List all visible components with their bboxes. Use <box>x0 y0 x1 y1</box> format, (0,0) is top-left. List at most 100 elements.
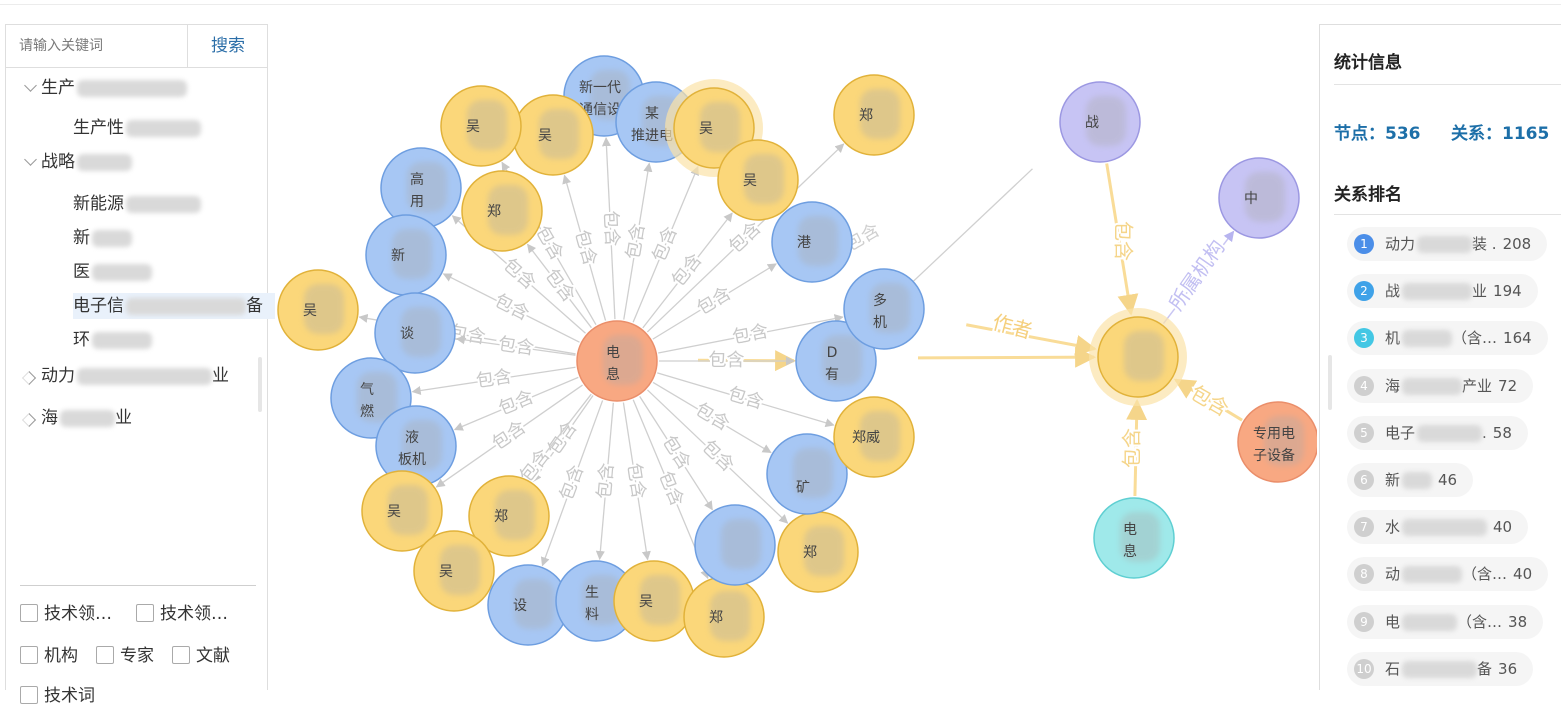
search-input[interactable] <box>6 25 188 67</box>
rank-name: 战 <box>1385 282 1401 301</box>
filter-checkbox-2[interactable]: 机构 <box>20 645 78 667</box>
salmon-graph-node[interactable]: 电息 <box>576 320 658 402</box>
blue-graph-node[interactable]: 港 <box>771 201 853 283</box>
tree-group-0[interactable]: 生产 <box>24 75 187 101</box>
checkbox-icon[interactable] <box>136 604 154 622</box>
search-button[interactable]: 搜索 <box>211 36 245 56</box>
chevron-down-icon[interactable] <box>24 79 37 92</box>
edge-label: 包含 <box>496 386 537 419</box>
tree-scrollbar[interactable] <box>258 357 262 412</box>
relation-edge <box>411 366 576 396</box>
tree-group-2[interactable]: 战略 <box>24 149 132 175</box>
blue-graph-node[interactable]: D有 <box>795 320 877 402</box>
orange-graph-node[interactable]: 郑 <box>833 74 915 156</box>
node-label: 料 <box>585 607 599 623</box>
orange-graph-node[interactable]: 吴 <box>413 530 495 612</box>
purple-graph-node[interactable]: 中 <box>1218 157 1300 239</box>
graph-scrollbar[interactable] <box>1328 355 1332 410</box>
blue-graph-node[interactable]: 矿 <box>766 433 848 515</box>
relation-edge <box>658 314 844 354</box>
tree-item-4[interactable]: 新 <box>73 225 132 251</box>
edge-label: 包含 <box>691 399 733 435</box>
rank-number-badge: 7 <box>1354 517 1374 538</box>
edge-label: 包含 <box>488 417 530 455</box>
stats-title: 统计信息 <box>1334 53 1402 73</box>
edge-label: 包含 <box>668 250 707 291</box>
blue-graph-node[interactable]: 新 <box>365 214 447 296</box>
blue-graph-node[interactable]: 设 <box>487 564 569 646</box>
orange-graph-node[interactable]: 郑 <box>468 475 550 557</box>
node-label: 新 <box>391 248 405 264</box>
tree-label: 海 <box>41 408 58 428</box>
rank-number-badge: 3 <box>1354 328 1374 349</box>
relation-count: 关系：1165 <box>1451 124 1550 144</box>
checkbox-icon[interactable] <box>20 646 38 664</box>
orange-graph-node[interactable] <box>1089 308 1187 406</box>
cyan-graph-node[interactable]: 电息 <box>1093 497 1175 579</box>
checkbox-icon[interactable] <box>96 646 114 664</box>
edge-label: 包含 <box>623 222 650 261</box>
blue-graph-node[interactable]: 高用 <box>380 147 462 229</box>
orange-graph-node[interactable]: 郑 <box>461 170 543 252</box>
filter-checkbox-4[interactable]: 文献 <box>172 645 230 667</box>
blue-graph-node[interactable]: 液板机 <box>375 405 457 487</box>
orange-graph-node[interactable]: 吴 <box>613 560 695 642</box>
edge-label: 包含 <box>658 432 695 474</box>
orange-graph-node[interactable]: 郑威 <box>833 396 915 478</box>
orange-graph-node[interactable]: 郑 <box>683 576 765 658</box>
blue-graph-node[interactable] <box>694 504 776 586</box>
rank-number-badge: 5 <box>1354 422 1374 443</box>
blue-graph-node[interactable]: 多机 <box>843 268 925 350</box>
orange-graph-node[interactable]: 吴 <box>440 85 522 167</box>
blue-graph-node[interactable]: 谈 <box>374 292 456 374</box>
checkbox-icon[interactable] <box>172 646 190 664</box>
tree-item-5[interactable]: 医 <box>73 259 152 285</box>
edge-label: 包含 <box>731 321 770 348</box>
filter-checkbox-5[interactable]: 技术词 <box>20 685 95 707</box>
relation-edge <box>646 389 789 524</box>
orange-graph-node[interactable]: 吴 <box>361 470 443 552</box>
knowledge-graph[interactable]: 作者包含包含包含所属机构包含包含包含包含包含包含包含包含包含包含包含包含包含包含… <box>270 0 1317 689</box>
chevron-down-icon[interactable] <box>24 153 37 166</box>
orange-graph-node[interactable]: 吴 <box>512 94 594 176</box>
purple-graph-node[interactable]: 战 <box>1059 81 1141 163</box>
tree-item-3[interactable]: 新能源 <box>73 191 201 217</box>
tree-group-9[interactable]: 海业 <box>21 405 132 431</box>
chevron-right-icon[interactable] <box>21 370 37 386</box>
filter-checkbox-0[interactable]: 技术领… <box>20 603 112 625</box>
rank-count: 46 <box>1438 471 1458 489</box>
edge-label: 包含 <box>1186 380 1233 421</box>
tree-label: 生产性 <box>73 118 124 138</box>
filter-checkbox-1[interactable]: 技术领… <box>136 603 228 625</box>
node-label: 通信设 <box>579 102 621 118</box>
tree-item-1[interactable]: 生产性 <box>73 115 201 141</box>
redacted-text <box>77 367 212 385</box>
orange-graph-node[interactable]: 吴 <box>717 139 799 221</box>
relation-edge <box>642 212 733 329</box>
tree-item-6[interactable]: 电子信备 <box>73 293 275 319</box>
node-label: 中 <box>1244 191 1258 207</box>
tree-item-7[interactable]: 环 <box>73 327 152 353</box>
checkbox-icon[interactable] <box>20 604 38 622</box>
relation-edge <box>652 263 777 340</box>
filter-checkbox-3[interactable]: 专家 <box>96 645 154 667</box>
tree-group-8[interactable]: 动力业 <box>21 363 229 389</box>
orange-graph-node[interactable]: 郑 <box>777 511 859 593</box>
chevron-right-icon[interactable] <box>21 412 37 428</box>
rank-number-badge: 9 <box>1354 611 1374 632</box>
orange-graph-node[interactable]: 吴 <box>277 269 359 351</box>
relation-edge <box>917 346 1097 368</box>
edge-label: 包含 <box>570 228 600 268</box>
